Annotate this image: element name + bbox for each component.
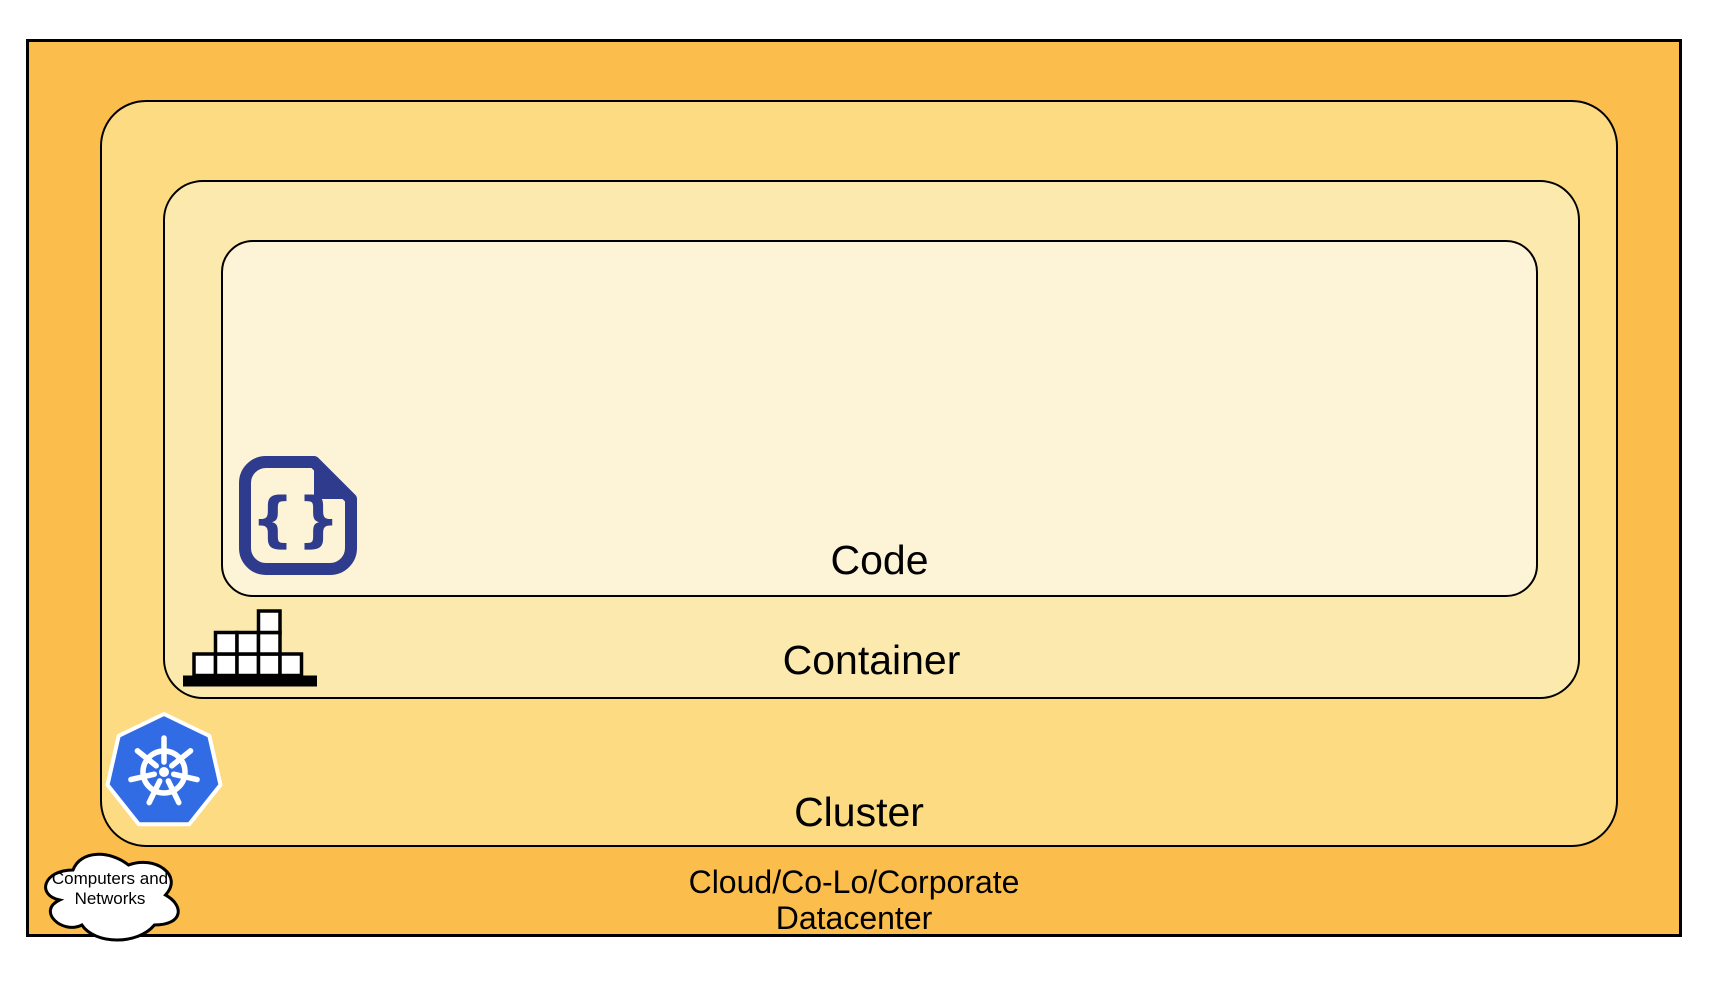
cloud-icon xyxy=(44,852,180,942)
wheel-spokes xyxy=(128,735,200,806)
datacenter-layer-label: Cloud/Co-Lo/Corporate Datacenter xyxy=(26,864,1682,936)
folded-corner xyxy=(314,460,353,499)
crate xyxy=(192,652,218,678)
wheel-hub xyxy=(159,767,169,777)
crate xyxy=(278,652,304,678)
pallet-bar xyxy=(183,675,317,687)
crate xyxy=(256,609,282,635)
code-layer-label: Code xyxy=(830,537,929,583)
datacenter-label-line1: Cloud/Co-Lo/Corporate xyxy=(688,864,1020,900)
crate xyxy=(256,652,282,678)
document-outline xyxy=(239,456,357,575)
computers-networks-cloud: Computers and Networks xyxy=(36,845,184,945)
layer-box-code xyxy=(221,240,1538,597)
crate xyxy=(213,652,239,678)
cloud-label-line1: Computers and xyxy=(51,869,169,888)
kubernetes-icon xyxy=(105,712,223,827)
datacenter-label-line2: Datacenter xyxy=(775,900,933,936)
container-crates-icon xyxy=(183,609,317,687)
curly-braces-glyph: {} xyxy=(251,485,342,555)
cluster-layer-label: Cluster xyxy=(794,789,924,835)
crate xyxy=(235,630,261,656)
cloud-outline xyxy=(44,852,180,942)
crate xyxy=(213,630,239,656)
code-file-icon: {} xyxy=(239,456,357,575)
cloud-label-line2: Networks xyxy=(74,889,146,908)
crate xyxy=(235,652,261,678)
container-layer-label: Container xyxy=(782,637,961,683)
cloud-label: Computers and Networks xyxy=(36,869,184,909)
crate xyxy=(256,630,282,656)
